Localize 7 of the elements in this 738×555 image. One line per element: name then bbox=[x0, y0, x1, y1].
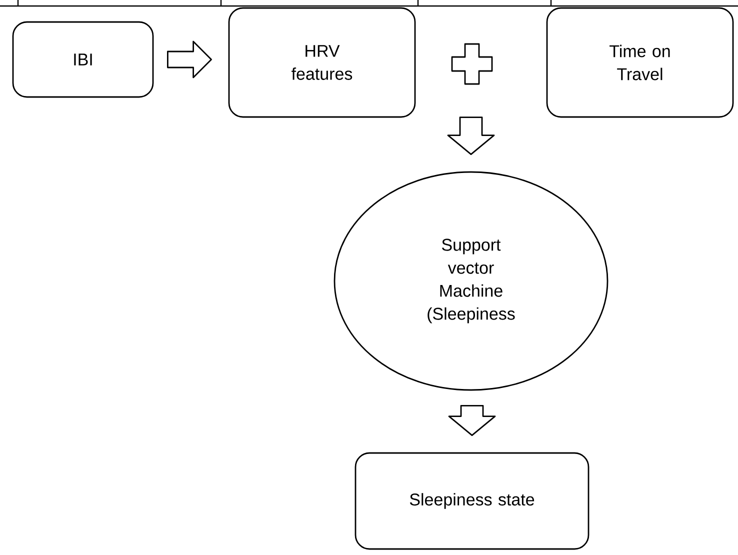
block-arrow bbox=[447, 116, 495, 155]
process-box: HRV features bbox=[228, 7, 416, 118]
block-arrow bbox=[448, 405, 496, 436]
block-arrow bbox=[167, 40, 212, 78]
process-box: Time on Travel bbox=[546, 7, 734, 118]
process-box: Sleepiness state bbox=[354, 452, 590, 550]
process-box: IBI bbox=[12, 21, 154, 98]
